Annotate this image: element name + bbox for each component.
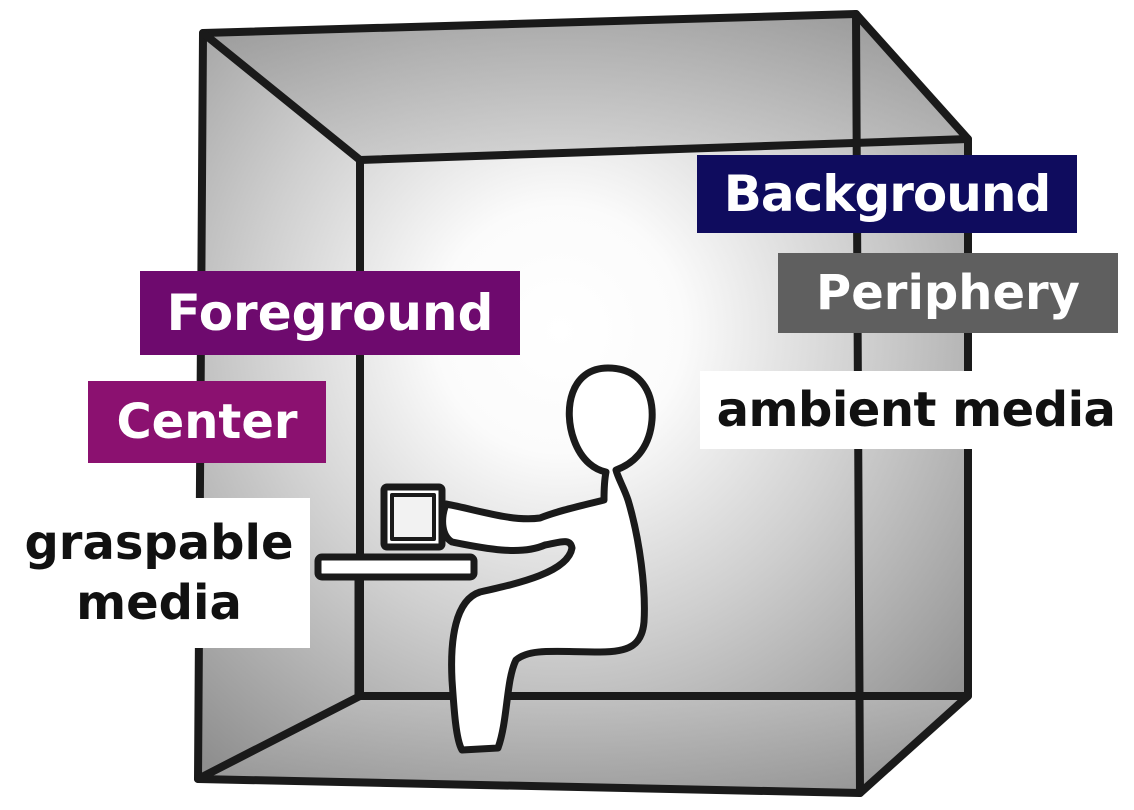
foreground-tag: Foreground	[140, 271, 520, 355]
periphery-tag: Periphery	[778, 253, 1118, 333]
desk-top	[318, 557, 474, 577]
ambient-media-label: ambient media	[700, 371, 1132, 449]
background-label: Background	[724, 169, 1051, 219]
graspable-media-label: graspable media	[8, 498, 310, 648]
graspable-media-line-2: media	[76, 573, 242, 633]
graspable-object-icon	[384, 487, 442, 547]
background-tag: Background	[697, 155, 1077, 233]
foreground-label: Foreground	[167, 288, 494, 338]
periphery-label: Periphery	[816, 269, 1080, 317]
center-tag: Center	[88, 381, 326, 463]
graspable-media-line-1: graspable	[24, 513, 293, 573]
center-label: Center	[116, 398, 297, 446]
